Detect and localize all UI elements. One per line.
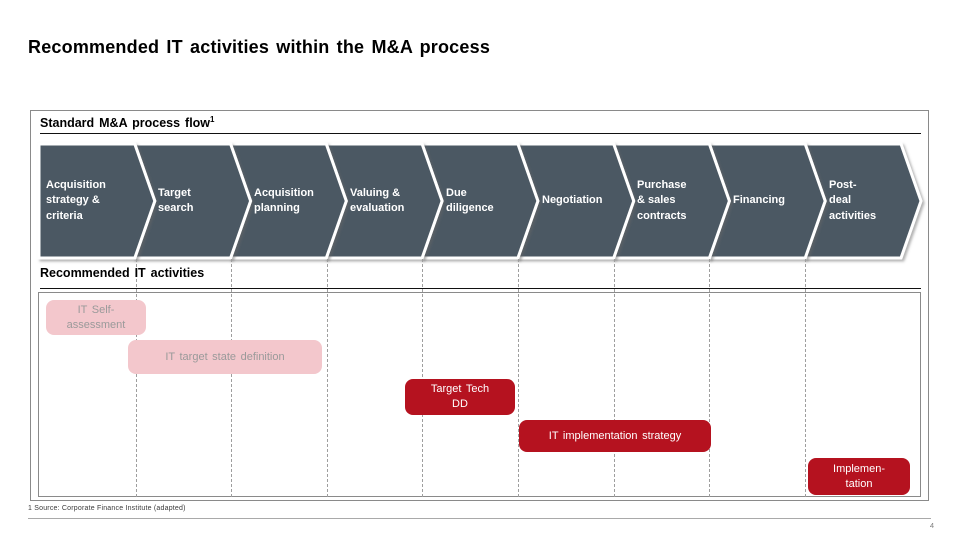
process-flow-header-text: Standard M&A process flow [40, 116, 211, 131]
footnote: 1 Source: Corporate Finance Institute (a… [28, 505, 186, 512]
chevron-label-post-deal-activities: Post- deal activities [829, 178, 877, 222]
footnote-marker: 1 [210, 115, 215, 124]
page-number: 4 [929, 521, 934, 530]
chevron-strip [37, 142, 923, 260]
activity-it-self-assessment: IT Self- assessment [46, 300, 146, 335]
activity-it-implementation-strategy: IT implementation strategy [519, 420, 711, 452]
it-activities-header: Recommended IT activities [40, 266, 205, 280]
process-flow-header-underline [40, 133, 921, 134]
slide-title: Recommended IT activities within the M&A… [28, 37, 491, 57]
activity-it-target-state-definition: IT target state definition [128, 340, 322, 374]
column-divider-6 [614, 259, 615, 497]
column-divider-4 [422, 259, 423, 497]
it-activities-header-underline [40, 288, 921, 289]
footer-rule [28, 518, 931, 519]
chevron-label-negotiation: Negotiation [542, 194, 603, 207]
chevron-label-due-diligence: Due diligence [446, 186, 494, 215]
chevron-label-valuing-evaluation: Valuing & evaluation [350, 186, 405, 215]
chevron-label-acquisition-planning: Acquisition planning [254, 186, 314, 215]
chevron-step-1 [37, 142, 157, 260]
column-divider-8 [805, 259, 806, 497]
process-flow-header: Standard M&A process flow1 [40, 115, 215, 130]
column-divider-3 [327, 259, 328, 497]
activity-target-tech-dd: Target Tech DD [405, 379, 515, 415]
chevron-label-purchase-sales-contracts: Purchase & sales contracts [637, 178, 687, 222]
column-divider-7 [709, 259, 710, 497]
column-divider-5 [518, 259, 519, 497]
activity-implementation: Implemen- tation [808, 458, 910, 495]
chevron-label-target-search: Target search [158, 186, 194, 215]
column-divider-2 [231, 259, 232, 497]
chevron-label-acquisition-strategy: Acquisition strategy & criteria [46, 178, 106, 222]
column-divider-1 [136, 259, 137, 497]
chevron-label-financing: Financing [733, 194, 785, 207]
